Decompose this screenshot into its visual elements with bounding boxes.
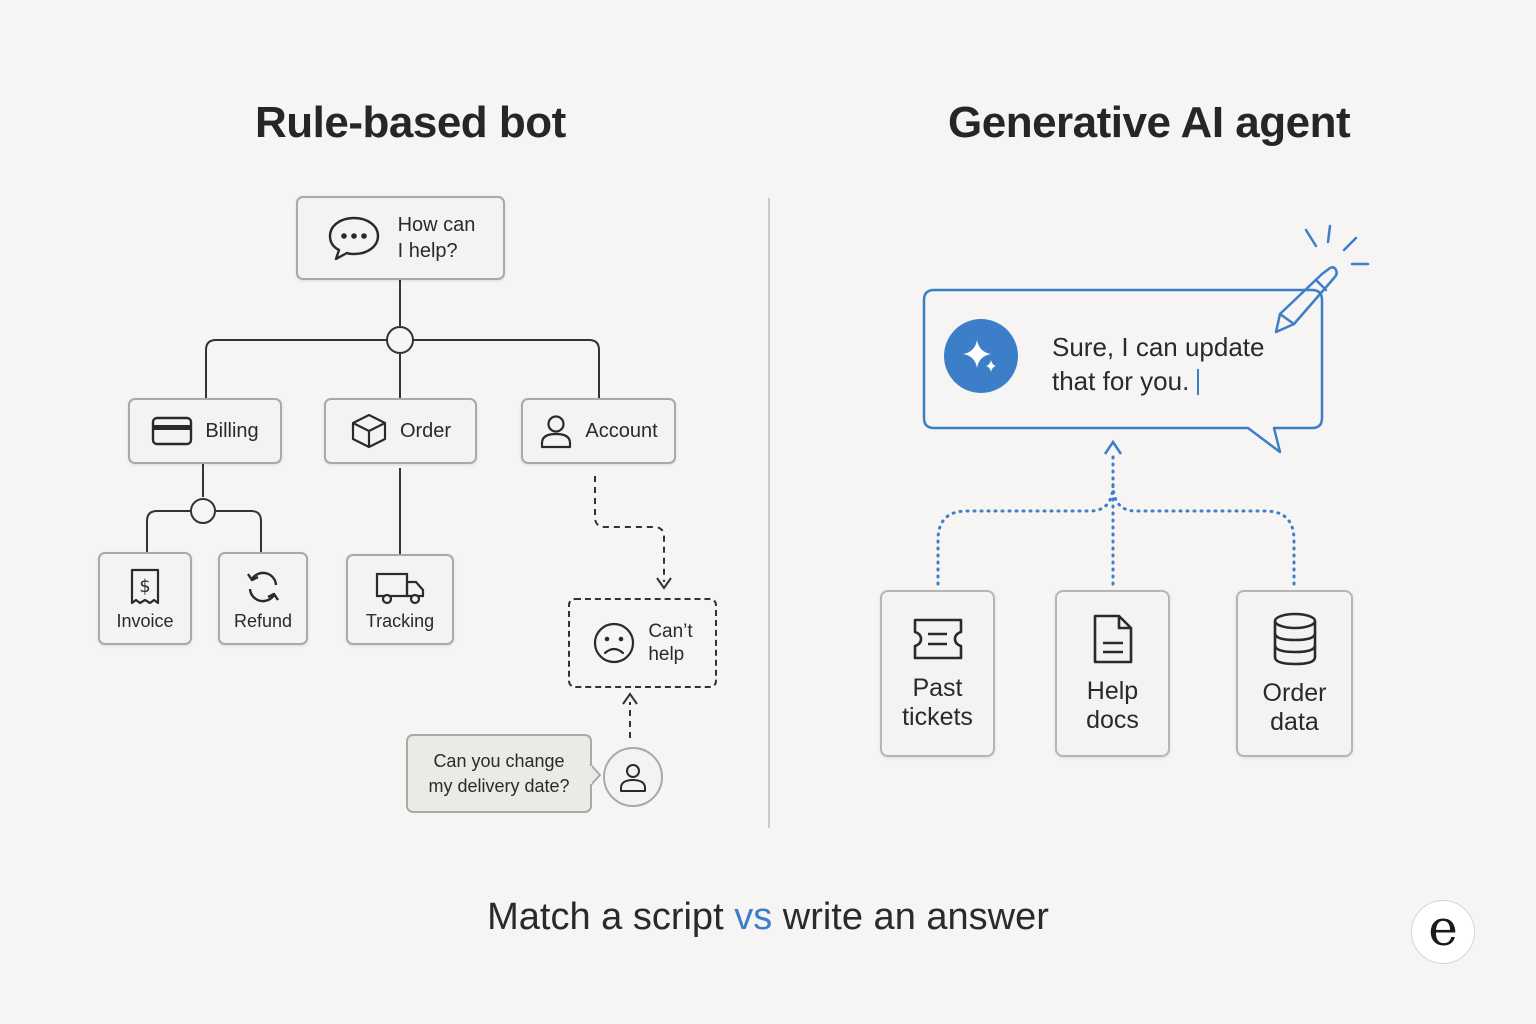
- caption-part1: Match a script: [487, 896, 724, 938]
- pencil-icon: [1274, 224, 1370, 334]
- bottom-caption: Match a script vs write an answer: [0, 896, 1536, 939]
- leaf-label: Tracking: [365, 610, 435, 631]
- category-billing: Billing: [128, 398, 282, 464]
- caption-vs: vs: [734, 896, 773, 938]
- bubble-tail: [588, 763, 601, 787]
- source-label-line1: Past: [912, 673, 963, 702]
- user-question-line2: my delivery date?: [428, 775, 570, 796]
- leaf-invoice: $ Invoice: [98, 552, 192, 645]
- user-icon: [618, 761, 648, 793]
- receipt-icon: $: [129, 568, 161, 606]
- category-label: Billing: [205, 419, 259, 442]
- generative-title: Generative AI agent: [948, 98, 1351, 147]
- ticket-icon: [911, 616, 965, 662]
- ai-response-line2: that for you.: [1052, 366, 1190, 396]
- center-divider: [768, 198, 770, 828]
- ai-response-bubble: [922, 288, 1324, 454]
- chat-bubble-icon: [326, 214, 382, 262]
- document-icon: [1091, 613, 1135, 665]
- source-past-tickets: Past tickets: [880, 590, 995, 757]
- svg-text:$: $: [139, 576, 150, 597]
- source-label-line1: Order: [1262, 678, 1327, 707]
- category-label: Order: [399, 419, 452, 442]
- junction-node: [190, 498, 216, 524]
- sad-face-icon: [592, 621, 636, 665]
- ai-response-line1: Sure, I can update: [1052, 332, 1265, 362]
- user-question-line1: Can you change: [433, 750, 565, 771]
- source-label-line1: Help: [1086, 676, 1139, 705]
- box-icon: [350, 412, 388, 450]
- cant-help-node: Can’t help: [568, 598, 717, 688]
- source-label-line2: docs: [1086, 705, 1139, 734]
- category-order: Order: [324, 398, 477, 464]
- root-prompt-node: How can I help?: [296, 196, 505, 280]
- category-label: Account: [585, 419, 658, 442]
- credit-card-icon: [151, 415, 193, 447]
- root-prompt-line2: I help?: [397, 240, 458, 262]
- brand-logo: e: [1411, 900, 1475, 964]
- root-prompt-line1: How can: [397, 214, 476, 236]
- category-account: Account: [521, 398, 676, 464]
- leaf-label: Refund: [233, 610, 293, 631]
- rule-based-title: Rule-based bot: [255, 98, 566, 147]
- caption-part2: write an answer: [782, 896, 1049, 938]
- source-label-line2: tickets: [902, 702, 973, 731]
- ai-response-text: Sure, I can update that for you.: [1052, 330, 1264, 398]
- cant-help-line2: help: [648, 644, 685, 665]
- user-avatar: [603, 747, 663, 807]
- user-question-bubble: Can you change my delivery date?: [406, 734, 592, 813]
- truck-icon: [374, 570, 426, 606]
- leaf-refund: Refund: [218, 552, 308, 645]
- source-order-data: Order data: [1236, 590, 1353, 757]
- refresh-icon: [244, 568, 282, 606]
- junction-node: [386, 326, 414, 354]
- logo-letter: e: [1428, 899, 1458, 957]
- database-icon: [1271, 611, 1319, 667]
- text-cursor: [1197, 369, 1200, 395]
- cant-help-line1: Can’t: [648, 621, 693, 642]
- leaf-label: Invoice: [116, 610, 174, 631]
- user-icon: [539, 413, 573, 449]
- source-help-docs: Help docs: [1055, 590, 1170, 757]
- leaf-tracking: Tracking: [346, 554, 454, 645]
- sparkle-icon: [961, 336, 1001, 376]
- ai-avatar: [944, 319, 1018, 393]
- source-label-line2: data: [1270, 707, 1319, 736]
